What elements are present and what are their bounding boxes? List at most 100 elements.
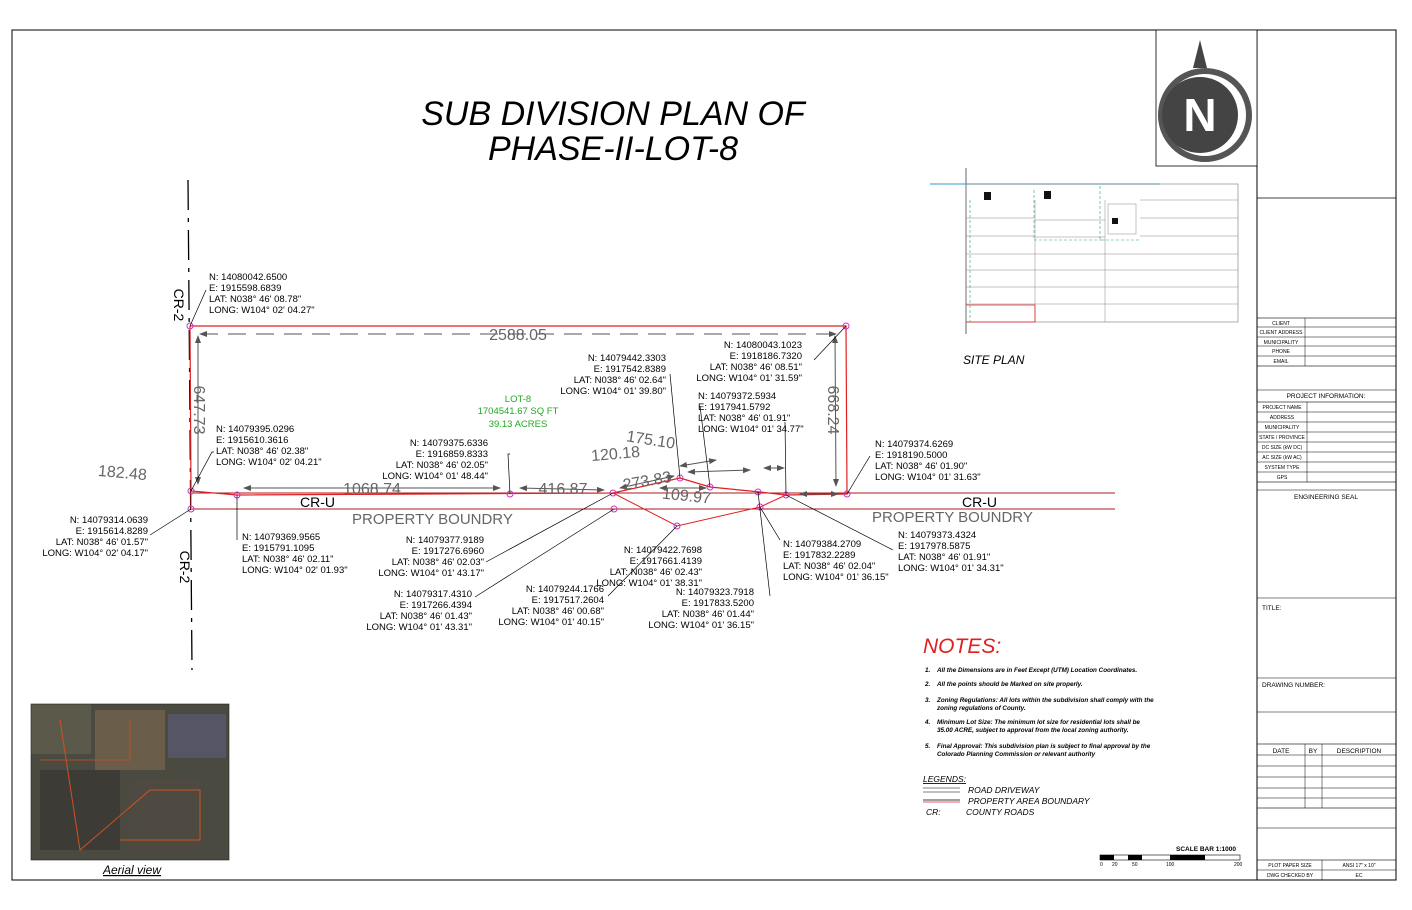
svg-text:LAT: N038° 46' 02.38": LAT: N038° 46' 02.38" — [216, 446, 308, 457]
legend-cr-value: COUNTY ROADS — [966, 807, 1035, 817]
svg-text:LAT: N038° 46' 01.91": LAT: N038° 46' 01.91" — [898, 552, 990, 563]
svg-text:LAT: N038° 46' 02.05": LAT: N038° 46' 02.05" — [396, 460, 488, 471]
svg-text:MUNICIPALITY: MUNICIPALITY — [1264, 340, 1299, 346]
svg-text:N: 14079372.5934: N: 14079372.5934 — [698, 391, 776, 402]
coord-block: N: 14079372.5934 E: 1917941.5792 LAT: N0… — [698, 391, 804, 435]
svg-text:LAT: N038° 46' 02.43": LAT: N038° 46' 02.43" — [610, 567, 702, 578]
road-labels: CR-2 CR-2 CR-U CR-U PROPERTY BOUNDRY PRO… — [171, 289, 1033, 584]
svg-text:LONG: W104° 01' 48.44": LONG: W104° 01' 48.44" — [382, 471, 488, 482]
boundary-label-left: PROPERTY BOUNDRY — [352, 511, 513, 528]
svg-text:LAT: N038° 46' 01.43": LAT: N038° 46' 01.43" — [380, 611, 472, 622]
coord-block: N: 14079395.0296 E: 1915610.3616 LAT: N0… — [216, 424, 322, 468]
svg-text:LONG: W104° 02' 01.93": LONG: W104° 02' 01.93" — [242, 565, 348, 576]
svg-text:CLIENT: CLIENT — [1272, 321, 1290, 327]
dimension-labels: 2588.05 647.73 668.24 182.48 1068.74 416… — [97, 327, 841, 508]
svg-text:N: 14079374.6269: N: 14079374.6269 — [875, 439, 953, 450]
lot-area-sqft: 1704541.67 SQ FT — [478, 406, 559, 417]
coord-block: N: 14079323.7918 E: 1917833.5200 LAT: N0… — [648, 587, 754, 631]
svg-text:EMAIL: EMAIL — [1273, 359, 1288, 365]
svg-text:LAT: N038° 46' 08.78": LAT: N038° 46' 08.78" — [209, 294, 301, 305]
svg-text:SYSTEM TYPE: SYSTEM TYPE — [1265, 465, 1301, 471]
svg-text:MUNICIPALITY: MUNICIPALITY — [1265, 425, 1300, 431]
coord-block: N: 14079442.3303 E: 1917542.8389 LAT: N0… — [560, 353, 666, 397]
aerial-view-image: Aerial view — [30, 703, 230, 877]
svg-text:20: 20 — [1112, 862, 1118, 868]
svg-text:E: 1917266.4394: E: 1917266.4394 — [400, 600, 472, 611]
site-plan-inset: SITE PLAN — [930, 168, 1239, 367]
svg-text:E: 1917517.2604: E: 1917517.2604 — [532, 595, 604, 606]
svg-text:1.: 1. — [925, 667, 931, 674]
svg-text:PLOT PAPER SIZE: PLOT PAPER SIZE — [1268, 863, 1312, 869]
svg-text:LONG: W104° 01' 31.63": LONG: W104° 01' 31.63" — [875, 472, 981, 483]
svg-text:LAT: N038° 46' 00.68": LAT: N038° 46' 00.68" — [512, 606, 604, 617]
cr-u-road — [192, 492, 1115, 510]
aerial-label: Aerial view — [102, 863, 162, 877]
lot-name: LOT-8 — [505, 394, 531, 405]
legend-property-boundary: PROPERTY AREA BOUNDARY — [968, 796, 1091, 806]
coord-block: N: 14079384.2709 E: 1917832.2289 LAT: N0… — [783, 539, 889, 583]
svg-text:LONG: W104° 02' 04.21": LONG: W104° 02' 04.21" — [216, 457, 322, 468]
svg-text:E: 1917542.8389: E: 1917542.8389 — [594, 364, 666, 375]
svg-text:E: 1917941.5792: E: 1917941.5792 — [698, 402, 770, 413]
svg-text:LONG: W104° 01' 36.15": LONG: W104° 01' 36.15" — [783, 572, 889, 583]
title-block: CLIENT CLIENT ADDRESS MUNICIPALITY PHONE… — [1256, 197, 1397, 881]
svg-text:N: 14079377.9189: N: 14079377.9189 — [406, 535, 484, 546]
svg-text:ADDRESS: ADDRESS — [1270, 415, 1295, 421]
dim-top: 2588.05 — [489, 327, 547, 344]
svg-text:E: 1917833.5200: E: 1917833.5200 — [682, 598, 754, 609]
svg-text:N: 14079323.7918: N: 14079323.7918 — [676, 587, 754, 598]
boundary-label-right: PROPERTY BOUNDRY — [872, 509, 1033, 526]
svg-text:LAT: N038° 46' 01.91": LAT: N038° 46' 01.91" — [698, 413, 790, 424]
svg-text:N: 14080042.6500: N: 14080042.6500 — [209, 272, 287, 283]
svg-text:STATE / PROVINCE: STATE / PROVINCE — [1259, 435, 1305, 441]
svg-text:E: 1918190.5000: E: 1918190.5000 — [875, 450, 947, 461]
road-label-cr2-top: CR-2 — [171, 289, 187, 322]
title-line-1: SUB DIVISION PLAN OF — [421, 95, 807, 133]
svg-text:E: 1915614.8289: E: 1915614.8289 — [76, 526, 148, 537]
svg-text:DESCRIPTION: DESCRIPTION — [1337, 748, 1382, 755]
svg-text:TITLE:: TITLE: — [1262, 605, 1282, 612]
legend: LEGENDS: ROAD DRIVEWAY PROPERTY AREA BOU… — [923, 774, 1091, 817]
legend-road-driveway: ROAD DRIVEWAY — [968, 785, 1041, 795]
svg-text:DWG CHECKED BY: DWG CHECKED BY — [1267, 873, 1314, 879]
svg-text:LONG: W104° 02' 04.27": LONG: W104° 02' 04.27" — [209, 305, 315, 316]
svg-text:N: 14079384.2709: N: 14079384.2709 — [783, 539, 861, 550]
notes-heading: NOTES: — [923, 635, 1001, 658]
svg-text:N: 14079442.3303: N: 14079442.3303 — [588, 353, 666, 364]
svg-text:LAT: N038° 46' 01.90": LAT: N038° 46' 01.90" — [875, 461, 967, 472]
svg-text:Final Approval: This subdivisi: Final Approval: This subdivision plan is… — [937, 743, 1151, 750]
svg-text:CLIENT ADDRESS: CLIENT ADDRESS — [1260, 330, 1304, 336]
site-plan-label: SITE PLAN — [963, 353, 1025, 367]
svg-text:LONG: W104° 01' 36.15": LONG: W104° 01' 36.15" — [648, 620, 754, 631]
svg-text:BY: BY — [1309, 748, 1318, 755]
svg-text:E: 1918186.7320: E: 1918186.7320 — [730, 351, 802, 362]
svg-text:All the points should be Marke: All the points should be Marked on site … — [936, 681, 1083, 688]
svg-text:DRAWING NUMBER:: DRAWING NUMBER: — [1262, 682, 1325, 689]
svg-text:PHONE: PHONE — [1272, 349, 1290, 355]
svg-text:LONG: W104° 01' 40.15": LONG: W104° 01' 40.15" — [498, 617, 604, 628]
svg-text:Zoning Regulations: All lots w: Zoning Regulations: All lots within the … — [936, 697, 1154, 704]
leader-lines — [149, 289, 894, 598]
svg-text:N: 14079375.6336: N: 14079375.6336 — [410, 438, 488, 449]
svg-text:E: 1917276.6960: E: 1917276.6960 — [412, 546, 484, 557]
coord-block: N: 14079374.6269 E: 1918190.5000 LAT: N0… — [875, 439, 981, 483]
dim-bottom-mid: 416.87 — [539, 481, 588, 498]
coord-block: N: 14079377.9189 E: 1917276.6960 LAT: N0… — [378, 535, 484, 579]
svg-text:N: 14080043.1023: N: 14080043.1023 — [724, 340, 802, 351]
coord-block: N: 14079422.7698 E: 1917661.4139 LAT: N0… — [596, 545, 702, 589]
svg-text:LONG: W104° 01' 34.31": LONG: W104° 01' 34.31" — [898, 563, 1004, 574]
dim-d4: 109.97 — [661, 486, 712, 508]
dim-bottom-left: 1068.74 — [343, 481, 401, 498]
scale-bar-label: SCALE BAR 1:1000 — [1176, 846, 1236, 853]
dim-d2: 120.18 — [590, 444, 640, 465]
svg-text:GPS: GPS — [1277, 475, 1288, 481]
legend-cr-key: CR: — [926, 807, 941, 817]
svg-text:DC SIZE (kW DC): DC SIZE (kW DC) — [1262, 445, 1303, 451]
svg-text:N: 14079244.1766: N: 14079244.1766 — [526, 584, 604, 595]
svg-text:E: 1915791.1095: E: 1915791.1095 — [242, 543, 314, 554]
svg-text:LONG: W104° 01' 43.17": LONG: W104° 01' 43.17" — [378, 568, 484, 579]
svg-text:LAT: N038° 46' 01.57": LAT: N038° 46' 01.57" — [56, 537, 148, 548]
svg-text:LAT: N038° 46' 01.44": LAT: N038° 46' 01.44" — [662, 609, 754, 620]
svg-text:N: 14079314.0639: N: 14079314.0639 — [70, 515, 148, 526]
